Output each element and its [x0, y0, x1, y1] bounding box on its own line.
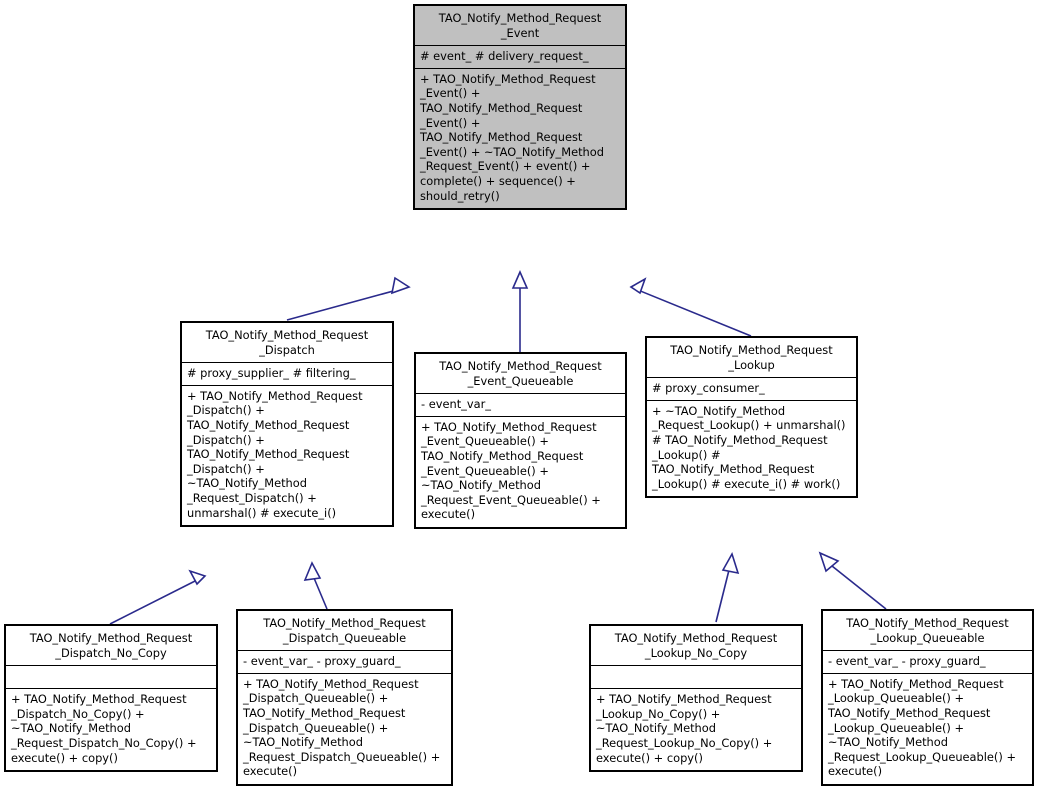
class-attributes-event-queueable: - event_var_ — [416, 393, 625, 416]
class-attributes-lookup-no-copy — [591, 665, 801, 688]
edge-dispatch-to-event — [286, 276, 411, 321]
class-name-dispatch: TAO_Notify_Method_Request _Dispatch — [205, 328, 369, 357]
class-box-event[interactable]: TAO_Notify_Method_Request _Event # event… — [413, 3, 627, 211]
class-name-lookup: TAO_Notify_Method_Request _Lookup — [670, 343, 833, 372]
class-operations-dispatch: + TAO_Notify_Method_Request _Dispatch() … — [182, 384, 392, 525]
class-attributes-lookup-queueable: - event_var_ - proxy_guard_ — [823, 650, 1032, 673]
edge-lookup-to-event — [629, 277, 752, 337]
class-operations-lookup-queueable: + TAO_Notify_Method_Request _Lookup_Queu… — [823, 672, 1032, 784]
class-operations-dispatch-no-copy: + TAO_Notify_Method_Request _Dispatch_No… — [6, 688, 216, 770]
class-operations-lookup: + ~TAO_Notify_Method _Request_Lookup() +… — [647, 399, 856, 497]
edge-dispatch-no-copy-to-dispatch — [109, 569, 207, 625]
class-box-lookup-queueable[interactable]: TAO_Notify_Method_Request _Lookup_Queuea… — [821, 609, 1034, 786]
edge-dispatch-queueable-to-dispatch — [303, 561, 328, 610]
class-box-event-queueable[interactable]: TAO_Notify_Method_Request _Event_Queueab… — [414, 352, 627, 529]
class-attributes-dispatch-queueable: - event_var_ - proxy_guard_ — [238, 650, 451, 673]
class-box-dispatch-queueable[interactable]: TAO_Notify_Method_Request _Dispatch_Queu… — [236, 609, 453, 786]
class-operations-dispatch-queueable: + TAO_Notify_Method_Request _Dispatch_Qu… — [238, 672, 451, 784]
edge-event-queueable-to-event — [511, 270, 529, 352]
class-name-lookup-queueable: TAO_Notify_Method_Request _Lookup_Queuea… — [846, 616, 1009, 645]
class-attributes-lookup: # proxy_consumer_ — [647, 377, 856, 400]
class-operations-lookup-no-copy: + TAO_Notify_Method_Request _Lookup_No_C… — [591, 688, 801, 770]
class-operations-event-queueable: + TAO_Notify_Method_Request _Event_Queue… — [416, 415, 625, 527]
class-attributes-dispatch: # proxy_supplier_ # filtering_ — [182, 362, 392, 385]
class-box-dispatch[interactable]: TAO_Notify_Method_Request _Dispatch # pr… — [180, 320, 394, 528]
edge-lookup-no-copy-to-lookup — [715, 551, 740, 623]
class-name-event: TAO_Notify_Method_Request _Event — [438, 11, 602, 40]
class-name-lookup-no-copy: TAO_Notify_Method_Request _Lookup_No_Cop… — [614, 631, 778, 660]
class-attributes-event: # event_ # delivery_request_ — [415, 45, 625, 68]
class-box-lookup-no-copy[interactable]: TAO_Notify_Method_Request _Lookup_No_Cop… — [589, 623, 803, 773]
class-operations-event: + TAO_Notify_Method_Request _Event() + T… — [415, 67, 625, 208]
class-name-dispatch-no-copy: TAO_Notify_Method_Request _Dispatch_No_C… — [29, 631, 193, 660]
class-box-lookup[interactable]: TAO_Notify_Method_Request _Lookup # prox… — [645, 335, 858, 499]
class-name-event-queueable: TAO_Notify_Method_Request _Event_Queueab… — [439, 359, 602, 388]
class-attributes-dispatch-no-copy — [6, 665, 216, 688]
class-name-dispatch-queueable: TAO_Notify_Method_Request _Dispatch_Queu… — [263, 616, 426, 645]
class-box-dispatch-no-copy[interactable]: TAO_Notify_Method_Request _Dispatch_No_C… — [4, 623, 218, 773]
edge-lookup-queueable-to-lookup — [818, 551, 887, 610]
